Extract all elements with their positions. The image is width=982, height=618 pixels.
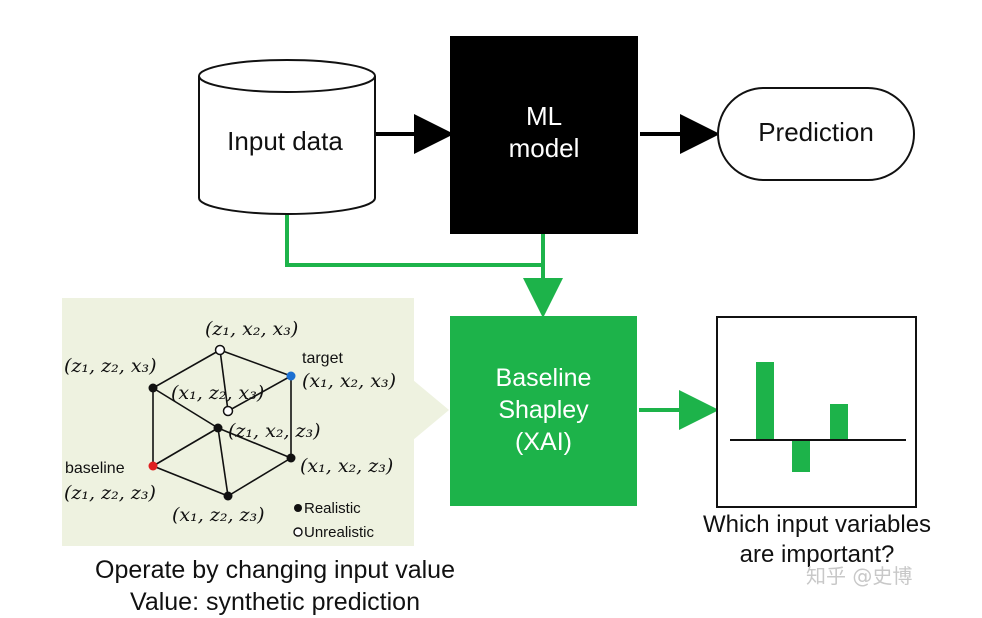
coord-right: (x₁, x₂, z₃) [300, 455, 394, 477]
ml-model-box [450, 36, 638, 234]
ml-model-line1: ML [525, 101, 563, 131]
coord-bottom: (x₁, z₂, z₃) [172, 504, 265, 526]
vertex-top [214, 344, 226, 356]
baseline-shapley-box [450, 316, 637, 506]
coord-inner-mid: (z₁, x₂, z₃) [228, 420, 321, 442]
coord-top: (z₁, x₂, x₃) [205, 318, 299, 340]
caption-line1: Operate by changing input value [95, 556, 455, 584]
coord-inner-top: (x₁, z₂, x₃) [171, 382, 265, 404]
left-caption: Operate by changing input value Value: s… [40, 554, 510, 618]
importance-bar-3 [830, 404, 848, 440]
ml-model-label: ML model [450, 100, 638, 164]
bs-line1: Baseline [495, 364, 592, 392]
coord-upper-left: (z₁, z₂, x₃) [64, 355, 157, 377]
vertex-inner-mid [213, 423, 223, 433]
coord-target: (x₁, x₂, x₃) [302, 370, 396, 392]
baseline-shapley-label: Baseline Shapley (XAI) [450, 362, 637, 458]
question-line2: are important? [739, 541, 895, 568]
vertex-baseline [148, 461, 158, 471]
panel-callout-pointer [413, 380, 449, 440]
vertex-target [286, 371, 296, 381]
legend-unrealistic: Unrealistic [304, 524, 375, 541]
lattice-cube [148, 344, 303, 537]
ml-model-line2: model [508, 133, 580, 163]
prediction-label: Prediction [758, 117, 874, 147]
vertex-bottom [223, 491, 233, 501]
target-label: target [302, 350, 343, 367]
coord-baseline: (z₁, z₂, z₃) [64, 482, 156, 504]
legend-dot-filled [294, 504, 302, 512]
vertex-inner-top [222, 405, 234, 417]
arrow-input-to-xai [285, 214, 543, 267]
cube-panel [62, 298, 414, 546]
input-data-label: Input data [227, 126, 343, 156]
prediction-terminal [717, 87, 915, 181]
importance-bar-1 [756, 362, 774, 440]
question-line1: Which input variables [702, 511, 932, 538]
bs-line3: (XAI) [515, 428, 572, 456]
importance-bar-2 [792, 440, 810, 472]
legend-dot-open [293, 527, 303, 537]
importance-chart [730, 362, 906, 472]
bs-line2: Shapley [498, 396, 589, 424]
baseline-label: baseline [65, 460, 125, 477]
question-caption: Which input variables are important? [662, 510, 972, 570]
importance-chart-box [716, 316, 917, 508]
input-data-cylinder [198, 59, 376, 215]
vertex-right [286, 453, 296, 463]
vertex-upper-left [148, 383, 158, 393]
legend-realistic: Realistic [304, 500, 361, 517]
caption-line2: Value: synthetic prediction [130, 588, 420, 616]
watermark: 知乎 @史博 [806, 564, 913, 588]
